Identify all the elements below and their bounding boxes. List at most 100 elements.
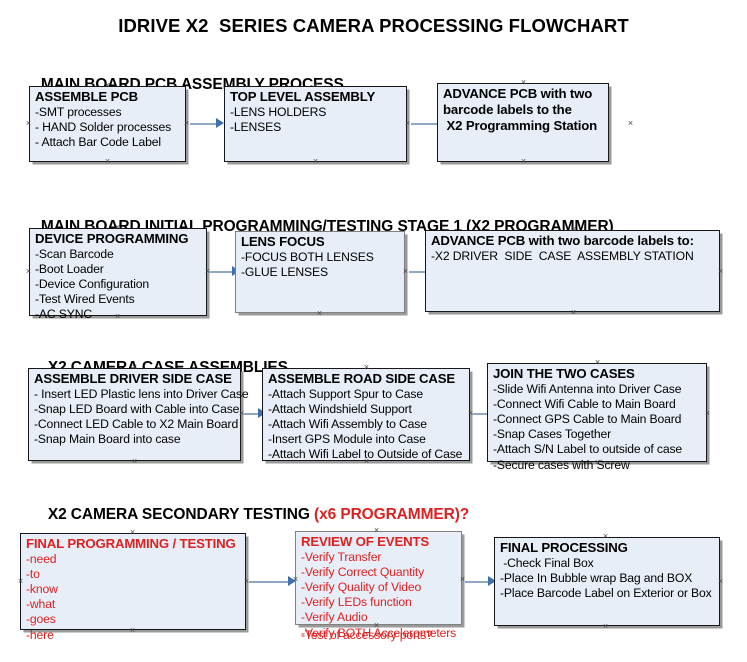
selection-handle[interactable] bbox=[717, 268, 724, 275]
selection-handle[interactable] bbox=[594, 359, 601, 366]
node-line: -Attach Windshield Support bbox=[268, 401, 412, 416]
node-advance-pcb-to-driver-side-case[interactable]: ADVANCE PCB with two barcode labels to: … bbox=[425, 230, 720, 312]
selection-handle[interactable] bbox=[129, 529, 136, 536]
node-assemble-pcb[interactable]: ASSEMBLE PCB -SMT processes - HAND Solde… bbox=[29, 86, 186, 162]
selection-handle[interactable] bbox=[131, 364, 138, 371]
node-line: -Attach Wifi Assembly to Case bbox=[268, 416, 427, 431]
node-line: -Attach S/N Label to outside of case bbox=[493, 442, 683, 457]
node-review-of-events[interactable]: REVIEW OF EVENTS -Verify Transfer -Verif… bbox=[295, 531, 462, 642]
node-line: -know bbox=[26, 581, 58, 596]
node-title: ASSEMBLE PCB bbox=[35, 89, 138, 104]
node-title: REVIEW OF EVENTS bbox=[301, 534, 430, 549]
node-line: -AC SYNC bbox=[35, 307, 93, 322]
node-line: -Secure cases with Screw bbox=[493, 457, 630, 472]
selection-handle[interactable] bbox=[25, 120, 32, 127]
selection-handle[interactable] bbox=[363, 458, 370, 465]
page-title: IDRIVE X2 SERIES CAMERA PROCESSING FLOWC… bbox=[118, 15, 629, 36]
node-line: -GLUE LENSES bbox=[241, 264, 328, 279]
selection-handle[interactable] bbox=[243, 578, 250, 585]
node-final-processing[interactable]: FINAL PROCESSING -Check Final Box -Place… bbox=[494, 537, 720, 626]
selection-handle[interactable] bbox=[292, 576, 299, 583]
selection-handle[interactable] bbox=[704, 410, 711, 417]
selection-handle[interactable] bbox=[404, 120, 411, 127]
selection-handle[interactable] bbox=[520, 79, 527, 86]
node-line: barcode labels to the bbox=[443, 101, 572, 117]
selection-handle[interactable] bbox=[131, 458, 138, 465]
selection-handle[interactable] bbox=[316, 227, 323, 234]
selection-handle[interactable] bbox=[459, 576, 466, 583]
selection-handle[interactable] bbox=[373, 622, 380, 629]
selection-handle[interactable] bbox=[204, 268, 211, 275]
node-line: - HAND Solder processes bbox=[35, 119, 172, 134]
selection-handle[interactable] bbox=[17, 578, 24, 585]
node-line: -Verify Transfer bbox=[301, 549, 382, 564]
node-title: FINAL PROGRAMMING / TESTING bbox=[26, 536, 236, 551]
selection-handle[interactable] bbox=[602, 623, 609, 630]
node-title: JOIN THE TWO CASES bbox=[493, 366, 635, 381]
node-line: -Verify Correct Quantity bbox=[301, 564, 425, 579]
node-line-overflow: -Test of accessory ports? bbox=[301, 628, 433, 642]
node-line: -X2 DRIVER SIDE CASE ASSEMBLY STATION bbox=[431, 248, 694, 263]
selection-handle[interactable] bbox=[570, 226, 577, 233]
node-top-level-assembly[interactable]: TOP LEVEL ASSEMBLY -LENS HOLDERS -LENSES bbox=[224, 86, 407, 162]
node-final-programming-testing[interactable]: FINAL PROGRAMMING / TESTING -need -to -k… bbox=[20, 533, 246, 642]
node-join-the-two-cases[interactable]: JOIN THE TWO CASES -Slide Wifi Antenna i… bbox=[487, 363, 707, 472]
selection-handle[interactable] bbox=[627, 120, 634, 127]
selection-handle[interactable] bbox=[467, 410, 474, 417]
selection-handle[interactable] bbox=[594, 459, 601, 466]
node-assemble-driver-side-case[interactable]: ASSEMBLE DRIVER SIDE CASE - Insert LED P… bbox=[28, 368, 249, 461]
selection-handle[interactable] bbox=[316, 310, 323, 317]
node-line: -Connect GPS Cable to Main Board bbox=[493, 411, 682, 426]
selection-handle[interactable] bbox=[402, 268, 409, 275]
node-line: -what bbox=[26, 597, 56, 612]
node-title: TOP LEVEL ASSEMBLY bbox=[230, 89, 376, 104]
node-advance-pcb-to-programming-station[interactable]: ADVANCE PCB with two barcode labels to t… bbox=[437, 83, 609, 162]
selection-handle[interactable] bbox=[570, 309, 577, 316]
node-lens-focus[interactable]: LENS FOCUS -FOCUS BOTH LENSES -GLUE LENS… bbox=[235, 231, 405, 313]
selection-handle[interactable] bbox=[114, 313, 121, 320]
node-line: -Attach Wifi Label to Outside of Case bbox=[268, 447, 463, 462]
connector-arrow bbox=[465, 576, 497, 587]
node-line: -Scan Barcode bbox=[35, 246, 114, 261]
selection-handle[interactable] bbox=[363, 364, 370, 371]
node-line: -LENSES bbox=[230, 119, 282, 134]
node-line: -Verify BOTH Accelerometers bbox=[301, 625, 457, 640]
node-line: -SMT processes bbox=[35, 104, 122, 119]
node-line: -Test Wired Events bbox=[35, 292, 135, 307]
node-title: FINAL PROCESSING bbox=[500, 540, 628, 555]
node-line: -need bbox=[26, 551, 57, 566]
node-line: -Verify LEDs function bbox=[301, 595, 412, 610]
section-heading-text: X2 CAMERA SECONDARY TESTING bbox=[47, 506, 315, 523]
selection-handle[interactable] bbox=[25, 268, 32, 275]
node-line: -Check Final Box bbox=[500, 555, 594, 570]
node-assemble-road-side-case[interactable]: ASSEMBLE ROAD SIDE CASE -Attach Support … bbox=[262, 368, 470, 461]
node-line: -Snap Main Board into case bbox=[34, 432, 181, 447]
node-line: -Place In Bubble wrap Bag and BOX bbox=[500, 570, 693, 585]
section-heading-x2-camera-secondary-testing: X2 CAMERA SECONDARY TESTING (x6 PROGRAMM… bbox=[31, 488, 469, 542]
selection-handle[interactable] bbox=[312, 158, 319, 165]
node-title: DEVICE PROGRAMMING bbox=[35, 231, 189, 246]
node-line: -Connect LED Cable to X2 Main Board bbox=[34, 416, 239, 431]
node-line: -to bbox=[26, 566, 40, 581]
selection-handle[interactable] bbox=[717, 578, 724, 585]
node-title: LENS FOCUS bbox=[241, 234, 325, 249]
node-device-programming[interactable]: DEVICE PROGRAMMING -Scan Barcode -Boot L… bbox=[29, 228, 207, 321]
selection-handle[interactable] bbox=[312, 82, 319, 89]
selection-handle[interactable] bbox=[104, 158, 111, 165]
node-line: -Boot Loader bbox=[35, 261, 104, 276]
selection-handle[interactable] bbox=[104, 82, 111, 89]
node-line: - Attach Bar Code Label bbox=[35, 134, 161, 149]
selection-handle[interactable] bbox=[373, 527, 380, 534]
node-line: -Snap Cases Together bbox=[493, 427, 612, 442]
selection-handle[interactable] bbox=[114, 224, 121, 231]
node-line: -here bbox=[26, 627, 54, 642]
selection-handle[interactable] bbox=[129, 627, 136, 634]
selection-handle[interactable] bbox=[183, 120, 190, 127]
selection-handle[interactable] bbox=[238, 410, 245, 417]
selection-handle[interactable] bbox=[520, 158, 527, 165]
node-line: -LENS HOLDERS bbox=[230, 104, 327, 119]
selection-handle[interactable] bbox=[602, 533, 609, 540]
node-title: ADVANCE PCB with two barcode labels to: bbox=[431, 233, 694, 248]
node-line: X2 Programming Station bbox=[443, 117, 598, 133]
node-line: -Verify Audio bbox=[301, 610, 368, 625]
